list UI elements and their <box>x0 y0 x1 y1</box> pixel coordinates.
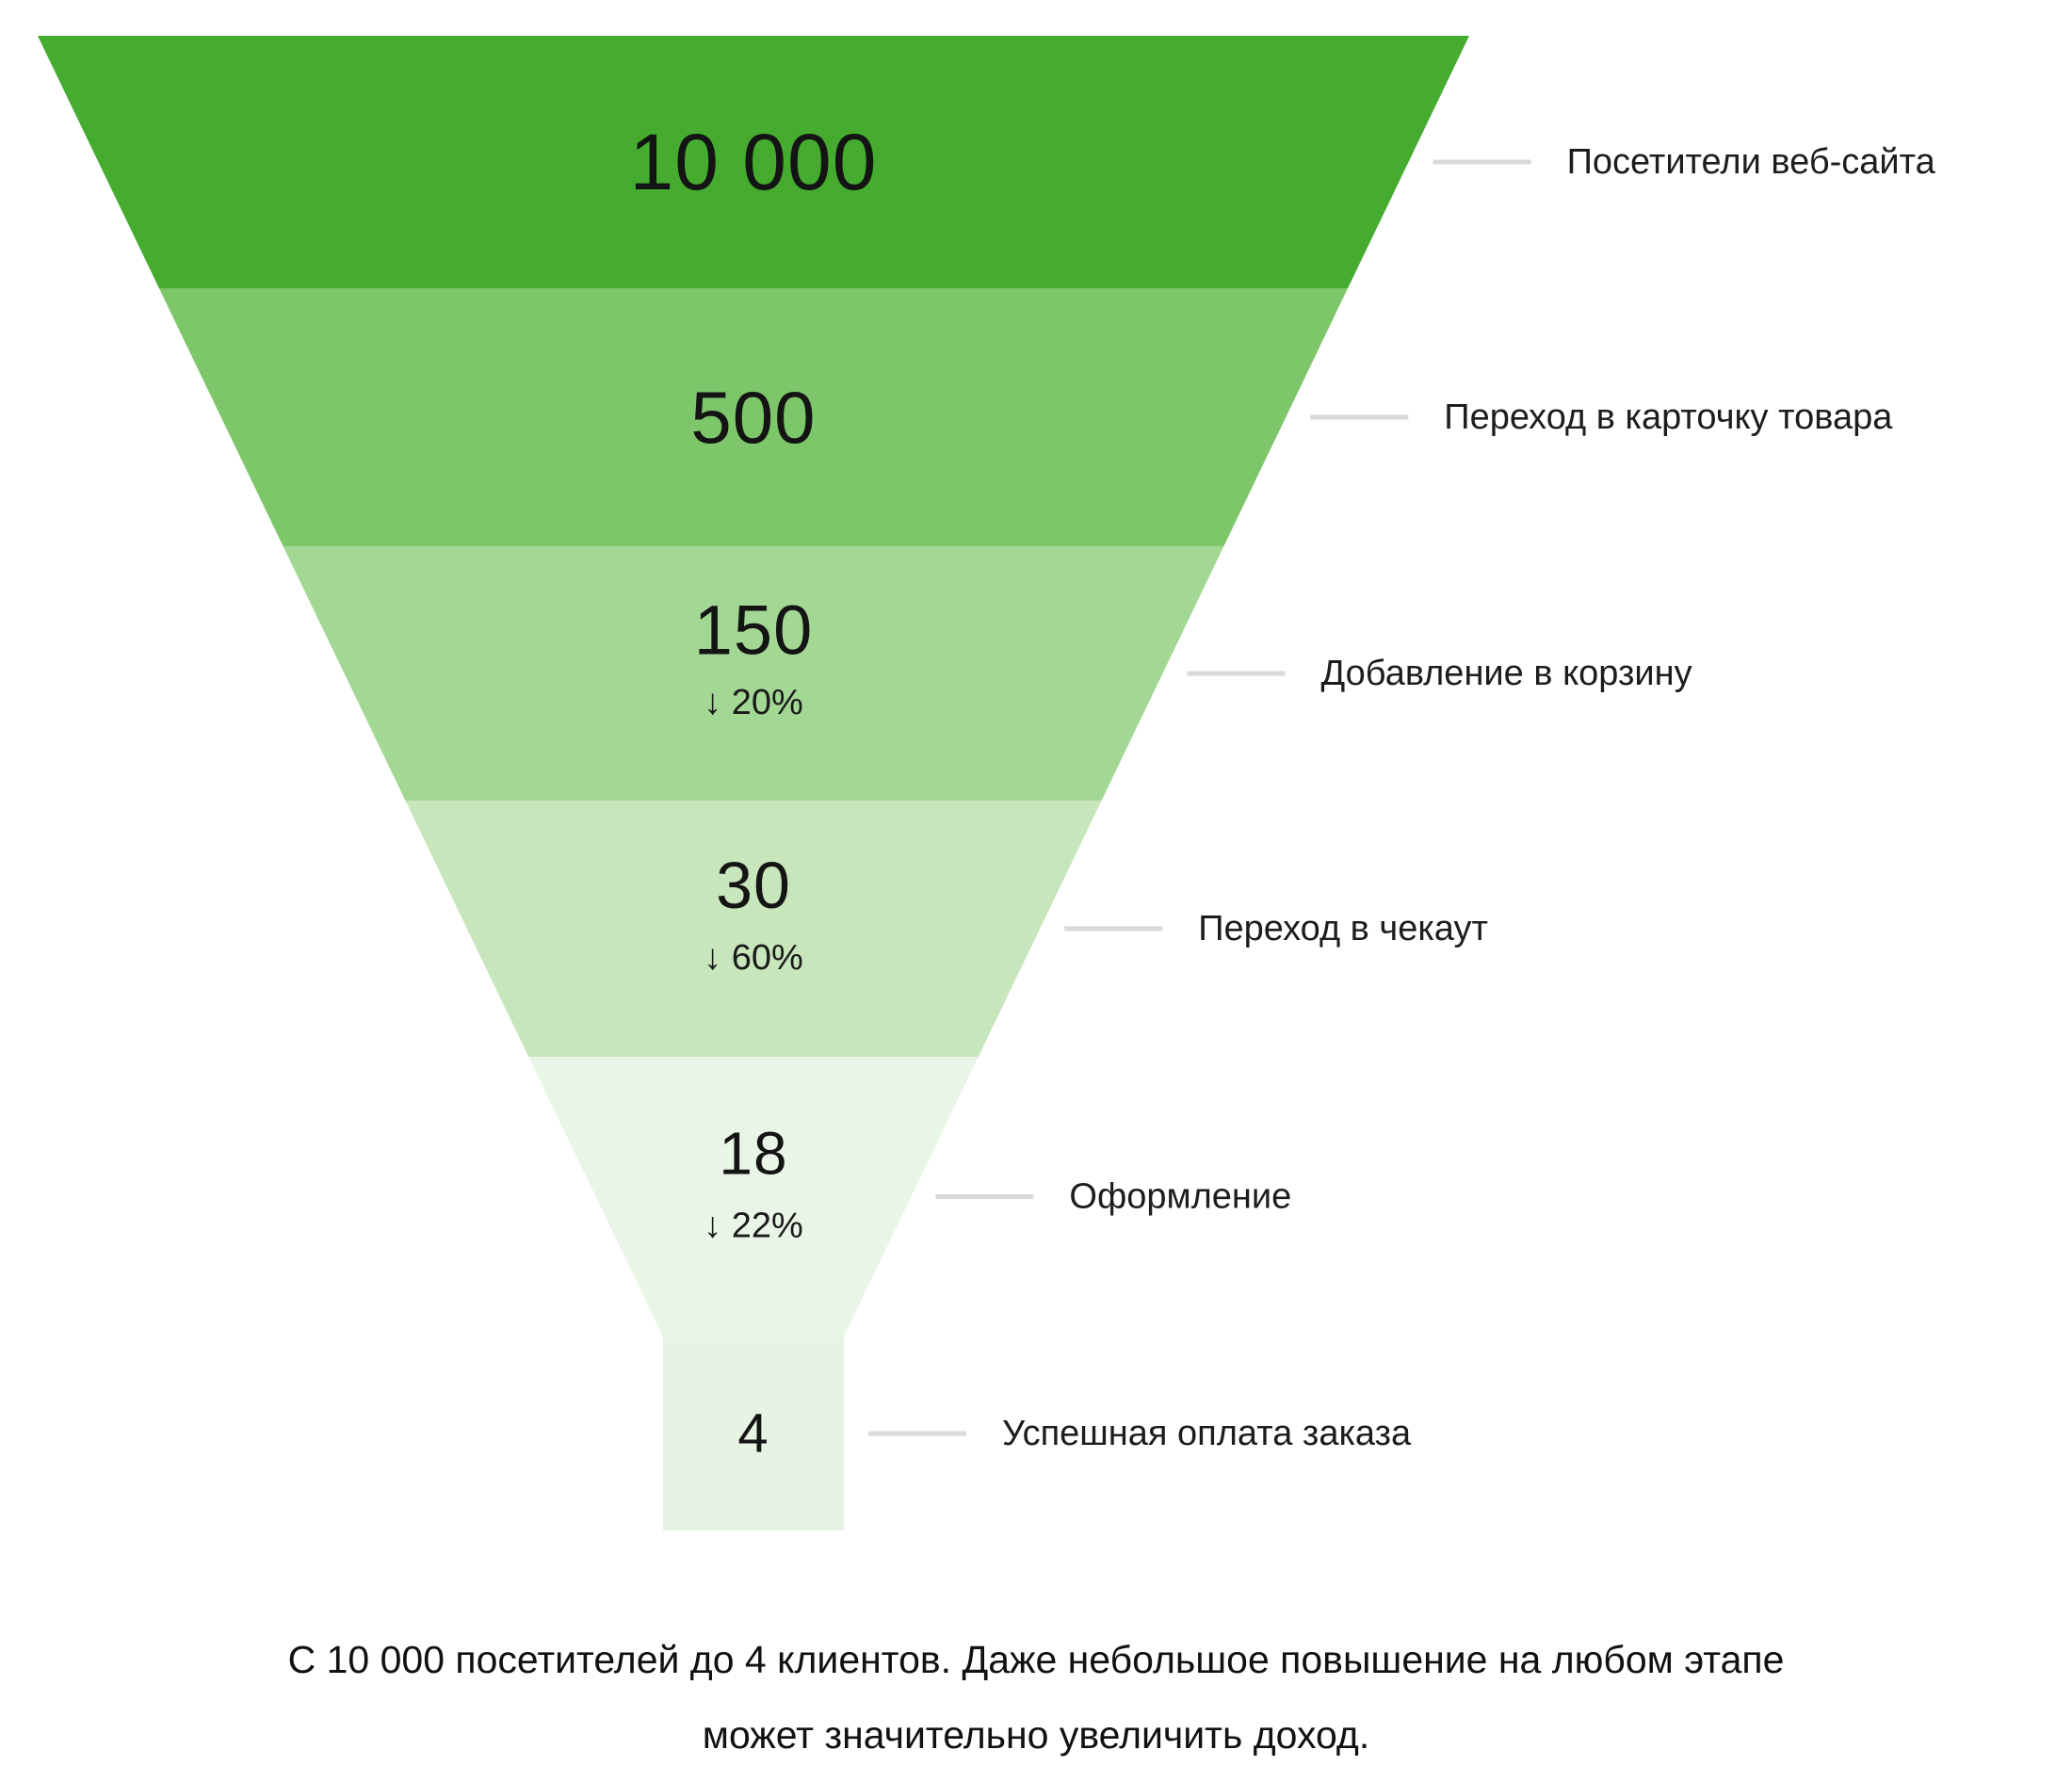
segment-value-6: 4 <box>737 1403 769 1465</box>
segment-label-1: Посетители веб-сайта <box>1567 142 1936 182</box>
segment-value-5: 18 <box>719 1120 787 1188</box>
segment-label-3: Добавление в корзину <box>1321 654 1692 693</box>
funnel-segment-3 <box>283 546 1224 801</box>
segment-value-1: 10 000 <box>630 118 878 206</box>
funnel-segment-4 <box>405 801 1102 1057</box>
segment-value-2: 500 <box>690 376 816 459</box>
segment-value-3: 150 <box>694 591 813 670</box>
segment-value-4: 30 <box>716 849 791 922</box>
funnel-segment-6 <box>663 1336 844 1531</box>
segment-label-6: Успешная оплата заказа <box>1002 1414 1412 1453</box>
segment-label-2: Переход в карточку товара <box>1444 397 1893 437</box>
segment-label-5: Оформление <box>1069 1177 1291 1217</box>
segment-drop-percent-4: ↓ 60% <box>704 938 803 978</box>
funnel-segment-5 <box>528 1057 979 1336</box>
funnel-segment-1 <box>38 36 1469 288</box>
caption-line-1: С 10 000 посетителей до 4 клиентов. Даже… <box>287 1638 1785 1681</box>
caption: С 10 000 посетителей до 4 клиентов. Даже… <box>0 1622 2072 1773</box>
segment-label-4: Переход в чекаут <box>1198 909 1488 948</box>
funnel-segment-2 <box>158 288 1349 546</box>
caption-line-2: может значительно увеличить доход. <box>702 1713 1370 1757</box>
segment-drop-percent-5: ↓ 22% <box>704 1207 803 1246</box>
segment-drop-percent-3: ↓ 20% <box>704 683 803 722</box>
